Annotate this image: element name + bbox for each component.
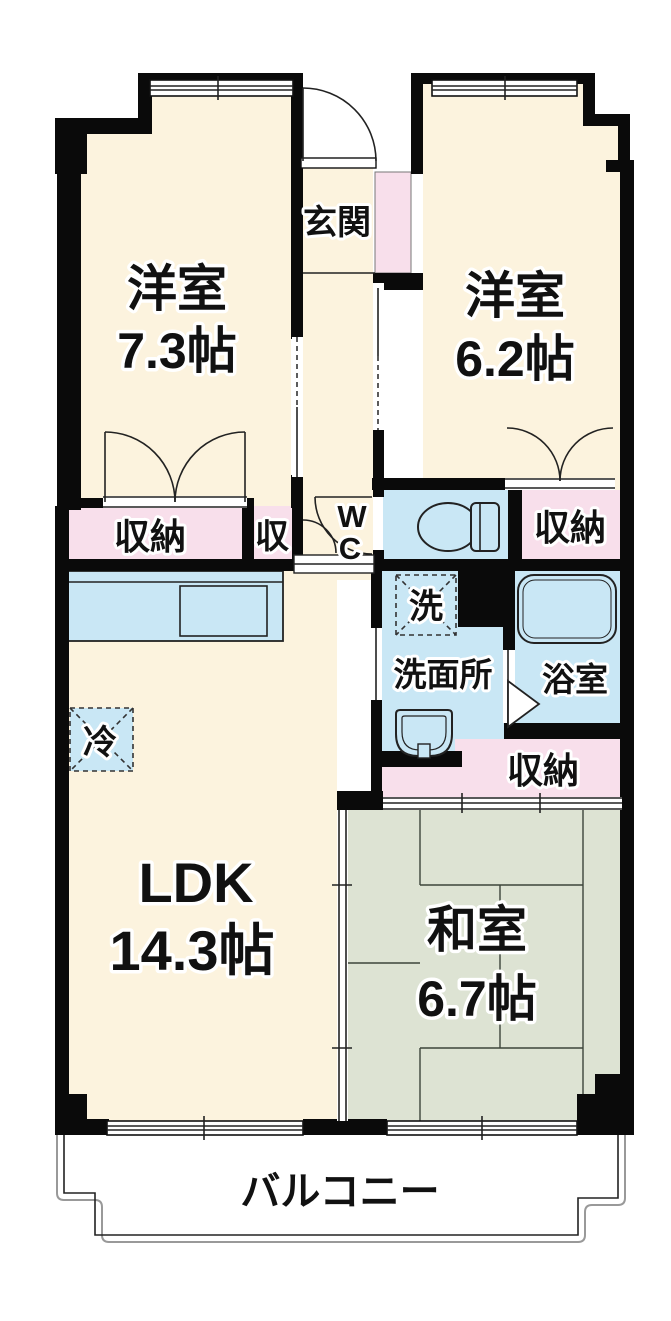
hall-storage-label: 収 bbox=[255, 518, 289, 556]
refrigerator-icon bbox=[69, 707, 134, 772]
hall-storage-door-icon bbox=[302, 519, 337, 554]
washbasin-icon bbox=[395, 709, 453, 759]
tatami-storage-label: 収納 bbox=[507, 750, 579, 791]
toilet-icon bbox=[417, 502, 500, 552]
washer-label: 洗 bbox=[409, 588, 443, 626]
ldk-fill bbox=[67, 571, 337, 1123]
ldk-label: LDK bbox=[138, 851, 253, 914]
washitsu-size: 6.7帖 bbox=[417, 971, 537, 1027]
washitsu-label: 和室 bbox=[427, 902, 527, 958]
fridge-label: 冷 bbox=[83, 724, 117, 762]
east-storage-label: 収納 bbox=[534, 507, 606, 548]
hall-ldk-door-icon bbox=[293, 554, 375, 574]
east-storage-fill bbox=[520, 490, 620, 563]
west-closet-doors-icon bbox=[103, 431, 247, 508]
balcony-label: バルコニー bbox=[240, 1170, 439, 1214]
east-room-sliding-door-icon bbox=[373, 283, 384, 430]
washitsu-balcony-window-icon bbox=[386, 1116, 578, 1140]
ldk-washitsu-divider-icon bbox=[332, 810, 352, 1121]
bath-folding-door-icon bbox=[507, 679, 541, 729]
hall-storage-fill bbox=[254, 506, 292, 563]
east-room-size: 6.2帖 bbox=[455, 331, 575, 387]
kitchen-counter bbox=[64, 570, 284, 642]
washitsu-fill bbox=[348, 810, 620, 1121]
east-room-window-icon bbox=[431, 76, 578, 100]
washitsu-top-sliding-icon bbox=[383, 793, 622, 813]
senmenjo-label: 洗面所 bbox=[394, 656, 493, 693]
ldk-balcony-window-icon bbox=[106, 1116, 304, 1140]
entrance-door-icon bbox=[300, 87, 377, 169]
east-closet-doors-icon bbox=[505, 427, 615, 490]
senmenjo-door-icon bbox=[371, 628, 382, 700]
tatami-storage-fill bbox=[382, 739, 620, 797]
east-room-label: 洋室 bbox=[465, 268, 565, 324]
west-room-window-icon bbox=[149, 76, 294, 100]
west-storage-fill bbox=[65, 506, 242, 563]
east-room-fill bbox=[423, 84, 620, 563]
hallway-fill bbox=[303, 160, 373, 580]
washing-machine-icon bbox=[395, 574, 457, 636]
west-room-size: 7.3帖 bbox=[117, 323, 237, 379]
genkan-label: 玄関 bbox=[303, 204, 371, 242]
balcony-outline bbox=[56, 1135, 626, 1243]
genkan-cabinet-fill bbox=[374, 171, 412, 274]
wc-label-w: W bbox=[337, 499, 367, 534]
bathtub-icon bbox=[517, 574, 617, 644]
wc-label-c: C bbox=[339, 531, 361, 566]
ldk-size: 14.3帖 bbox=[110, 919, 275, 982]
west-room-fill bbox=[65, 84, 291, 560]
tatami-lines bbox=[348, 810, 584, 1121]
bathroom-door-icon bbox=[503, 650, 541, 729]
bathroom-label: 浴室 bbox=[542, 661, 608, 698]
fixtures bbox=[69, 502, 617, 772]
west-storage-label: 収納 bbox=[114, 516, 186, 557]
west-room-sliding-door-icon bbox=[292, 337, 303, 477]
windows bbox=[106, 76, 578, 1140]
doors bbox=[103, 87, 622, 1121]
kitchen-sink-icon bbox=[179, 585, 268, 637]
west-room-label: 洋室 bbox=[127, 261, 227, 317]
labels: 洋室 7.3帖 洋室 6.2帖 玄関 収納 収 W C 収納 洗 洗面所 浴室 … bbox=[80, 201, 611, 1217]
